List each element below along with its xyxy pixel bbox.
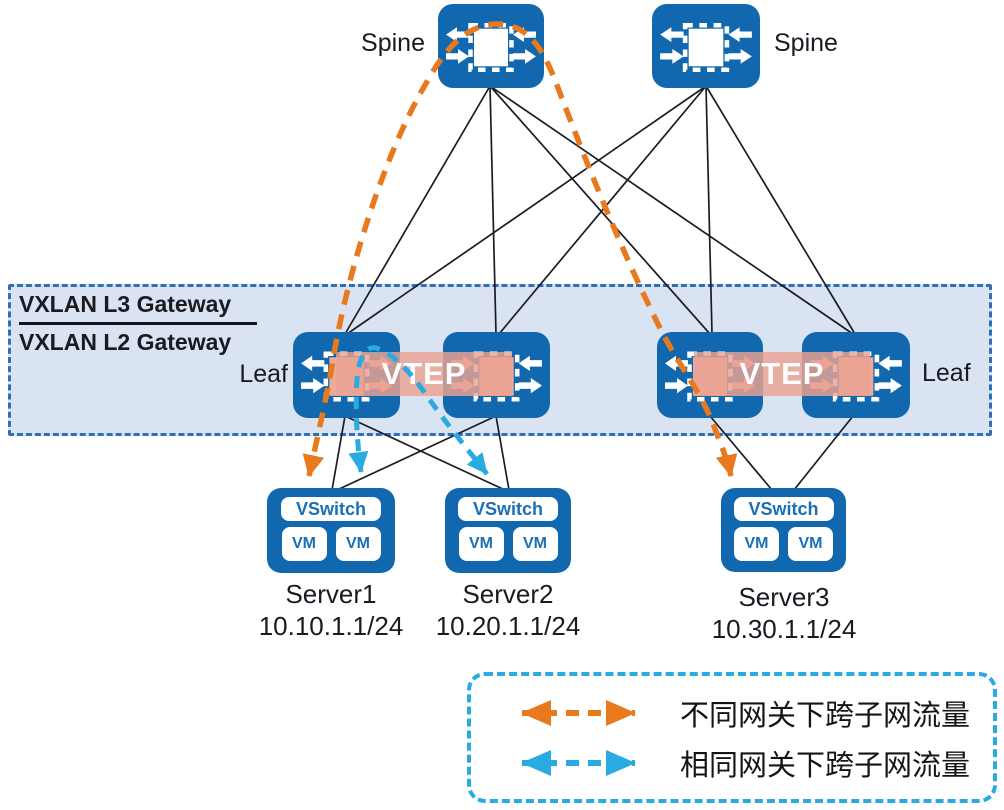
legend-arrow-cyan-icon	[521, 750, 636, 776]
vswitch-box: VSwitch	[281, 497, 381, 521]
gateway-band-text: VXLAN L3 Gateway VXLAN L2 Gateway	[19, 290, 258, 357]
legend-label: 相同网关下跨子网流量	[680, 750, 971, 782]
legend-label: 不同网关下跨子网流量	[680, 700, 971, 732]
vm-row: VM VM	[721, 527, 846, 561]
switch-icon	[660, 23, 752, 72]
vtep-bar-2: VTEP	[694, 352, 870, 396]
vm-box: VM	[512, 527, 558, 561]
legend-row-different-gateway: 不同网关下跨子网流量	[491, 692, 970, 734]
server-name: Server3	[738, 582, 830, 612]
vm-box: VM	[335, 527, 381, 561]
vm-box: VM	[458, 527, 504, 561]
vtep-label: VTEP	[381, 356, 467, 391]
server-name: Server2	[462, 579, 554, 609]
leaf-label-right: Leaf	[922, 359, 971, 387]
spine-switch-2	[652, 4, 760, 88]
server-ip: 10.10.1.1/24	[258, 611, 404, 641]
legend-arrow-orange-icon	[521, 700, 636, 726]
vswitch-box: VSwitch	[733, 497, 834, 521]
vm-box: VM	[281, 527, 327, 561]
vm-row: VM VM	[267, 527, 395, 561]
legend: 不同网关下跨子网流量 相同网关下跨子网流量	[467, 672, 997, 803]
server-ip: 10.30.1.1/24	[711, 614, 857, 644]
vxlan-l3-gateway-label: VXLAN L3 Gateway	[19, 290, 258, 325]
legend-row-same-gateway: 相同网关下跨子网流量	[491, 742, 970, 784]
vswitch-box: VSwitch	[458, 497, 558, 521]
vxlan-l2-gateway-label: VXLAN L2 Gateway	[19, 328, 232, 355]
vm-box: VM	[788, 527, 833, 561]
server-ip: 10.20.1.1/24	[435, 611, 581, 641]
spine-label-2: Spine	[774, 29, 838, 57]
server-name: Server1	[285, 579, 377, 609]
vtep-label: VTEP	[739, 356, 825, 391]
server-2: VSwitch VM VM	[445, 488, 571, 573]
switch-icon	[446, 23, 536, 72]
spine-switch-1	[438, 4, 544, 88]
vtep-bar-1: VTEP	[336, 352, 512, 396]
leaf-label-left: Leaf	[239, 360, 288, 388]
vm-box: VM	[734, 527, 779, 561]
server-1: VSwitch VM VM	[267, 488, 395, 573]
server-3: VSwitch VM VM	[721, 488, 846, 572]
spine-label-1: Spine	[361, 29, 425, 57]
vm-row: VM VM	[445, 527, 571, 561]
